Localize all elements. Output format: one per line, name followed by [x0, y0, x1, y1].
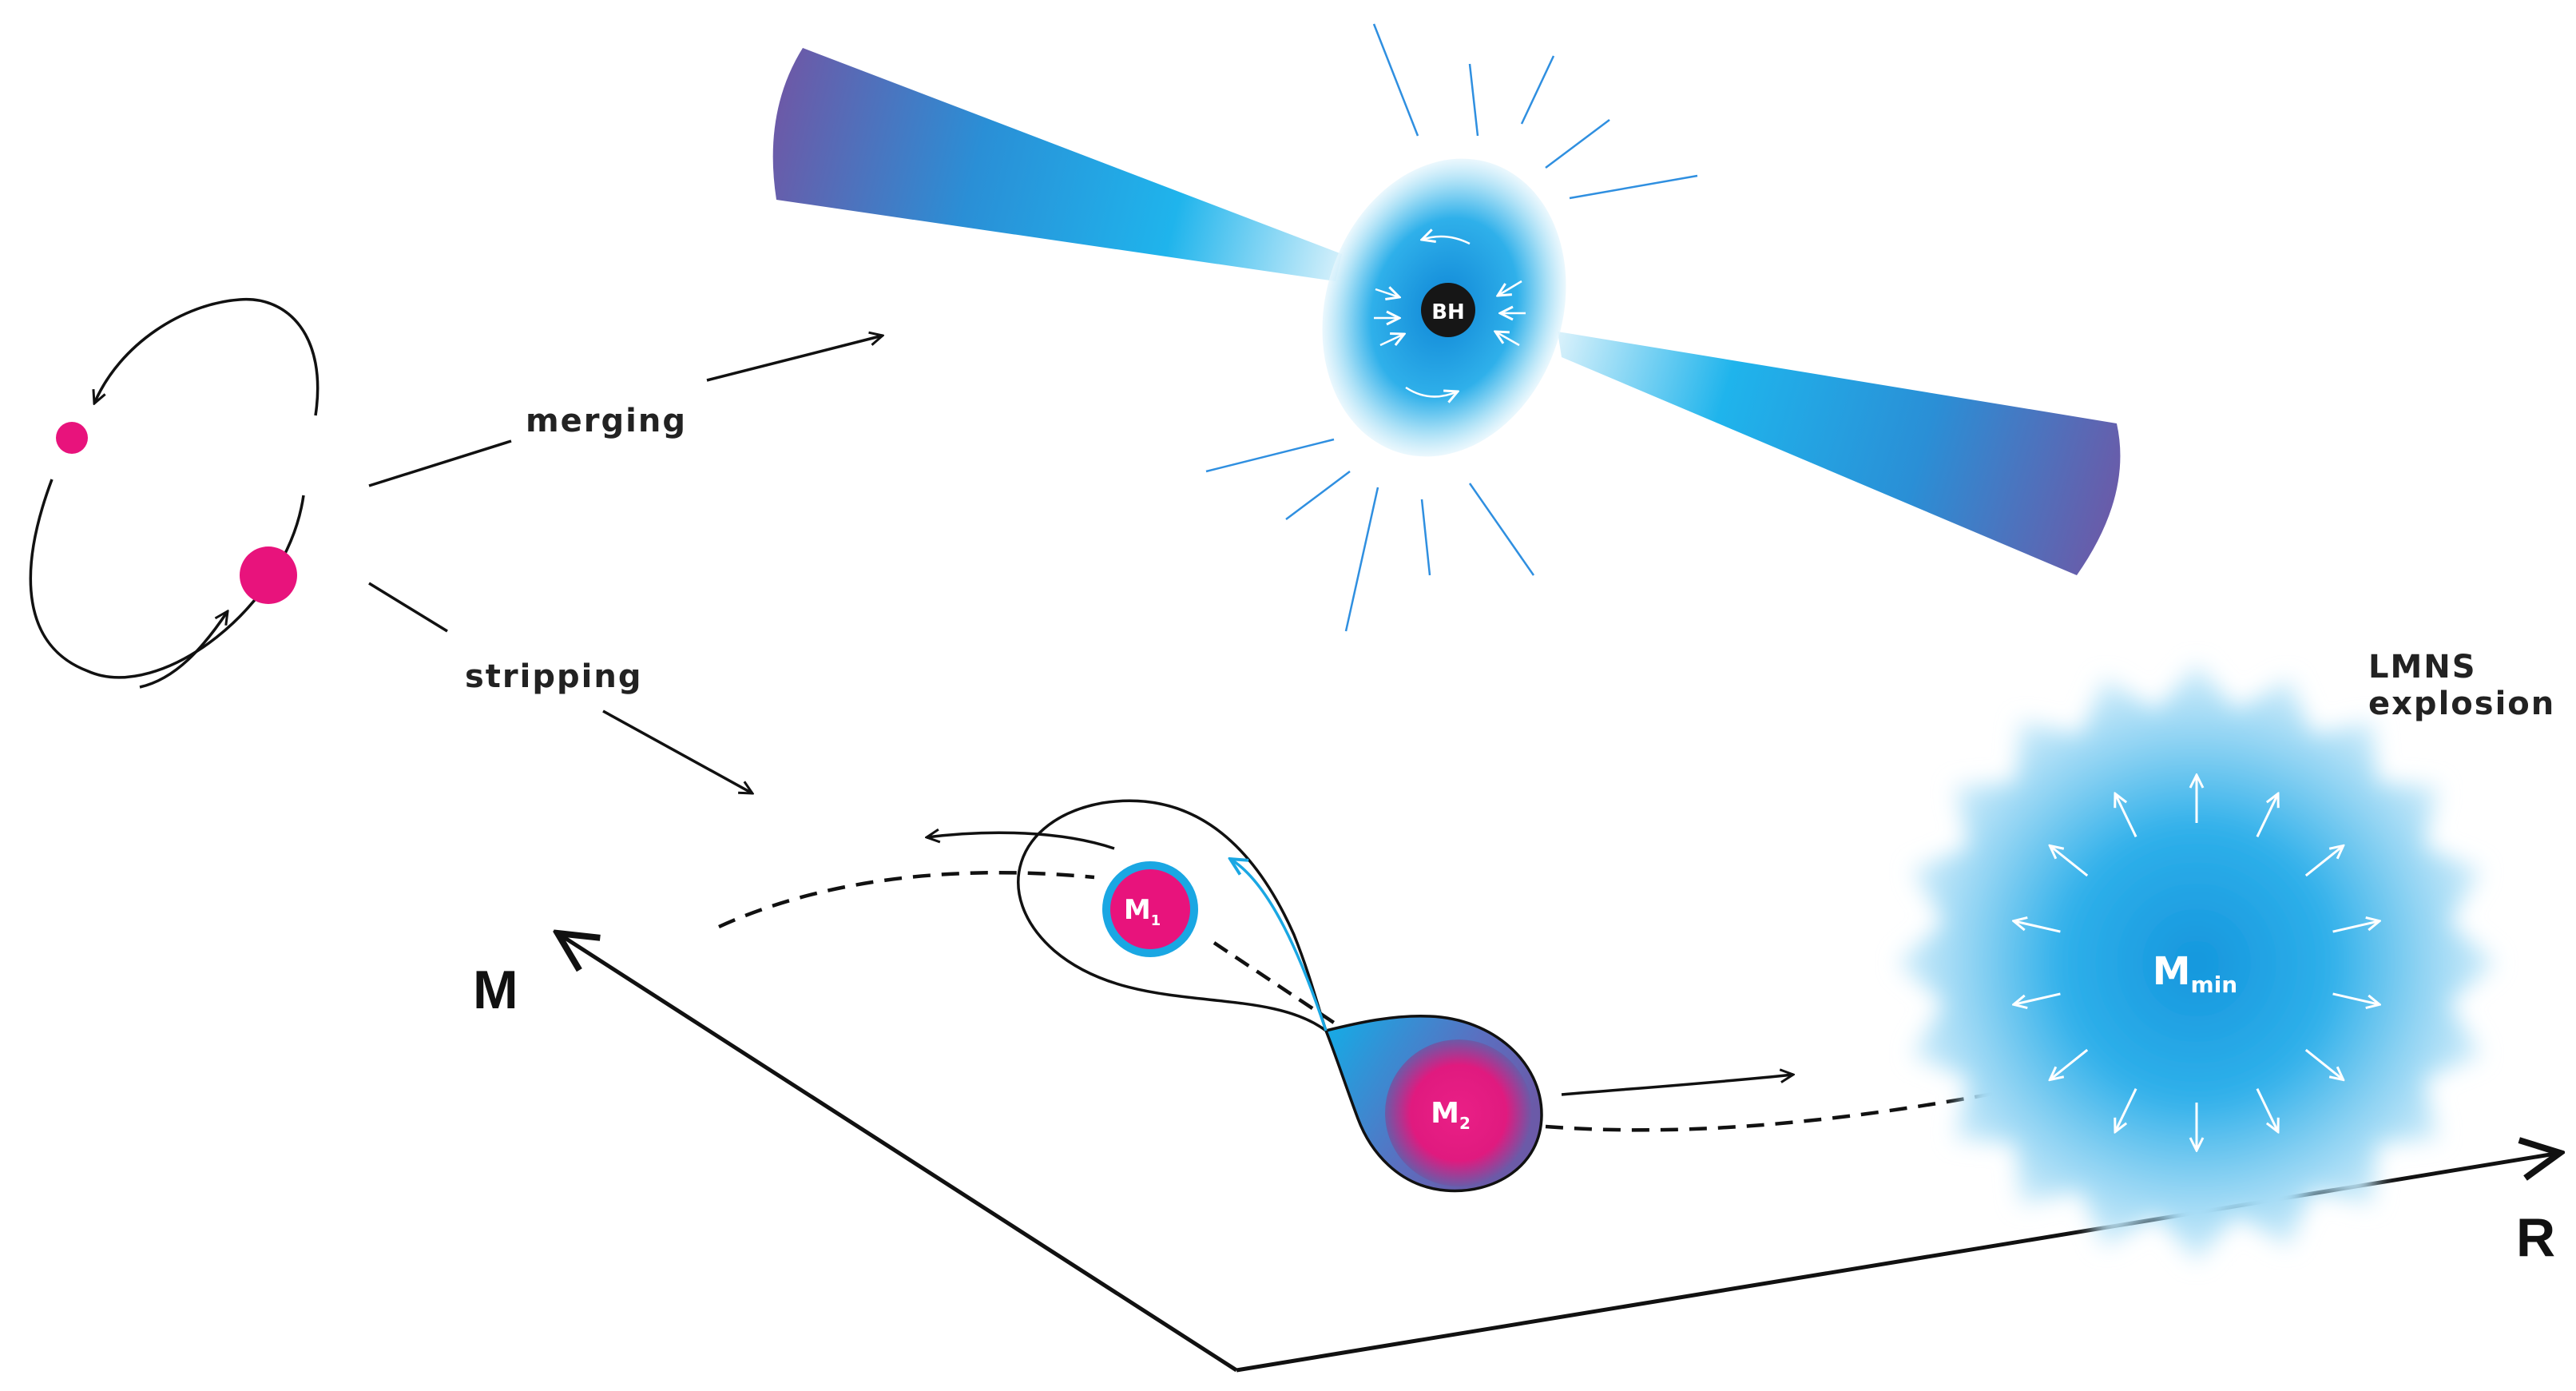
- radiation-line-icon: [1205, 438, 1335, 473]
- radiation-line-icon: [1285, 471, 1351, 520]
- roche-lobe-m1: [1017, 799, 1329, 1035]
- explosion-burst: [1897, 663, 2496, 1262]
- inflow-arrow-icon: [1498, 280, 1522, 296]
- m-axis-label: M: [473, 960, 518, 1020]
- merging-branch: merging: [368, 336, 883, 487]
- inflow-arrow-icon: [1495, 332, 1520, 347]
- explosion-arrow-icon: [2256, 1088, 2278, 1132]
- radiation-lines: [1205, 23, 1698, 632]
- mmin-label: Mmin: [2153, 949, 2237, 998]
- explosion-arrow-icon: [2304, 846, 2344, 877]
- orbit-arrow-icon: [1422, 236, 1471, 245]
- radiation-line-icon: [1569, 174, 1698, 200]
- radiation-line-icon: [1520, 55, 1555, 125]
- explosion-arrow-icon: [2256, 793, 2278, 837]
- r-axis-label: R: [2516, 1207, 2555, 1268]
- evolution-track-left: [718, 870, 1095, 929]
- m1-label: M1: [1124, 894, 1161, 929]
- merging-label: merging: [526, 403, 687, 439]
- explosion-arrows: [2014, 775, 2380, 1151]
- radiation-line-icon: [1545, 119, 1610, 169]
- orbit-arrow-bottom-head-icon: [139, 611, 228, 689]
- black-hole-system: BH: [772, 23, 2121, 632]
- orbit-arrow-icon: [1405, 386, 1458, 396]
- lmns-explosion: Mmin LMNS explosion: [1897, 649, 2555, 1262]
- inflow-arrow-icon: [1375, 289, 1399, 297]
- lmns-label-line1: LMNS: [2368, 649, 2477, 686]
- mass-stream-arrow-icon: [1230, 859, 1328, 1031]
- m2-label: M2: [1431, 1097, 1471, 1133]
- lmns-label-line2: explosion: [2368, 686, 2555, 722]
- inflow-arrow-icon: [1379, 334, 1404, 347]
- explosion-arrow-icon: [2050, 846, 2089, 877]
- radiation-line-icon: [1468, 63, 1479, 137]
- stripping-label: stripping: [465, 658, 642, 695]
- radiation-line-icon: [1372, 23, 1419, 137]
- star-m1: [1102, 861, 1198, 957]
- stripping-branch: stripping: [368, 582, 752, 793]
- stripping-arrow-right: [602, 709, 752, 793]
- radiation-line-icon: [1344, 487, 1379, 632]
- m-axis: [558, 933, 1238, 1373]
- explosion-arrow-icon: [2332, 992, 2380, 1004]
- radiation-line-icon: [1468, 483, 1535, 576]
- star-m2: [1385, 1039, 1532, 1186]
- large-star: [240, 546, 297, 604]
- explosion-arrow-icon: [2115, 1088, 2137, 1132]
- jet-left: [772, 48, 1342, 281]
- merging-arrow-left: [368, 439, 512, 487]
- radiation-line-icon: [1420, 499, 1431, 576]
- lmns-label: LMNS explosion: [2368, 649, 2555, 722]
- orbit-arrow-top-icon: [94, 297, 320, 416]
- orbit-direction-arrow-left-icon: [927, 833, 1115, 850]
- stripping-arrow-left: [368, 582, 448, 633]
- explosion-arrow-icon: [2115, 793, 2137, 837]
- black-hole: [1421, 283, 1475, 337]
- initial-binary: [29, 297, 320, 689]
- explosion-arrow-icon: [2332, 921, 2380, 933]
- accretion-flow-arrows: [1374, 236, 1526, 396]
- explosion-arrow-icon: [2050, 1048, 2089, 1079]
- jet-right: [1558, 332, 2121, 575]
- explosion-arrow-icon: [2014, 992, 2061, 1004]
- merging-arrow-right: [706, 336, 883, 382]
- bh-label: BH: [1431, 300, 1465, 324]
- mass-transfer-binary: M1 M2: [718, 799, 2313, 1193]
- small-star: [56, 422, 88, 454]
- explosion-arrow-icon: [2014, 921, 2061, 933]
- orbit-direction-arrow-right-icon: [1561, 1075, 1793, 1096]
- explosion-arrow-icon: [2304, 1048, 2344, 1079]
